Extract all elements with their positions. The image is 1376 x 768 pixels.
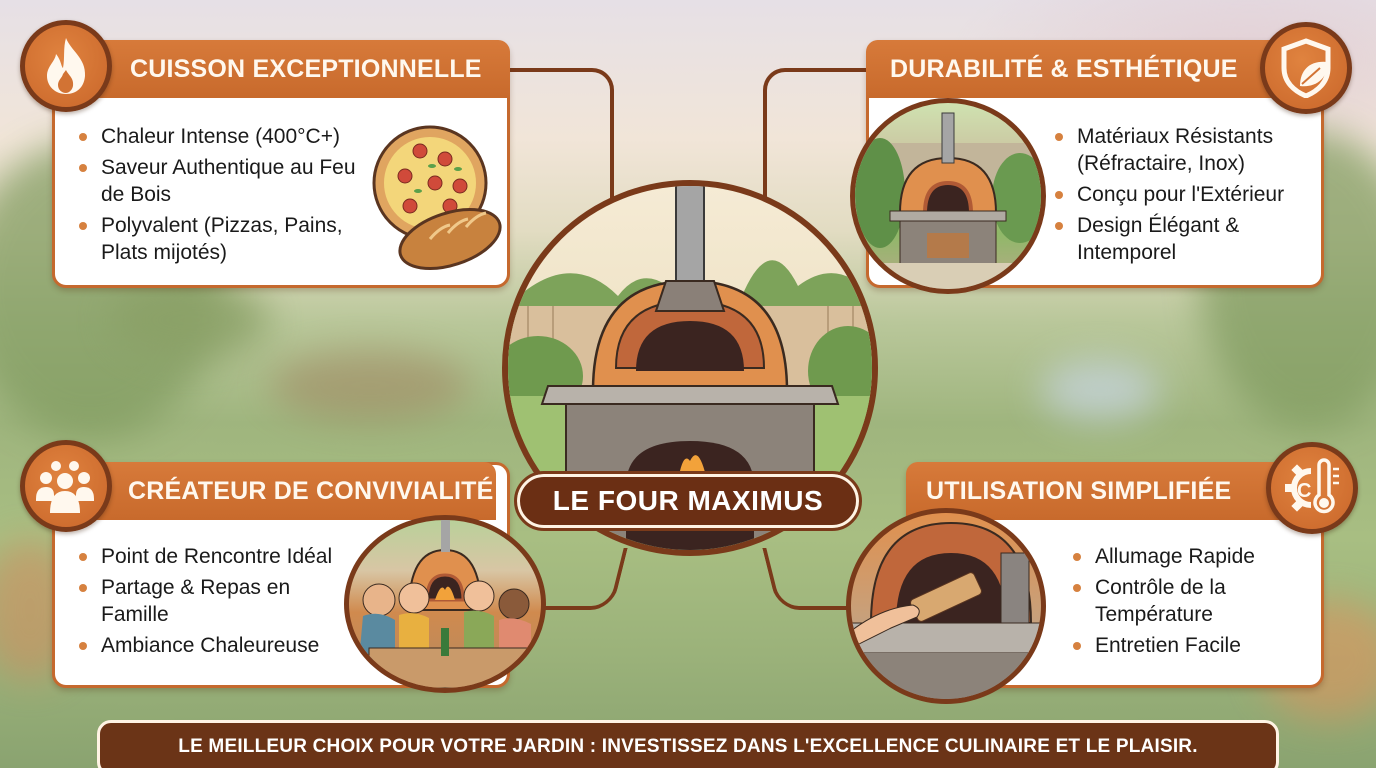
footer-text: LE MEILLEUR CHOIX POUR VOTRE JARDIN : IN…: [178, 736, 1198, 757]
gear-thermometer-icon: C: [1285, 458, 1339, 514]
background-flowers-right: [1040, 360, 1160, 420]
card-convivialite-icon-badge: [20, 440, 112, 532]
card-cuisson-title: CUISSON EXCEPTIONNELLE: [130, 54, 482, 83]
bullet-item: Matériaux Résistants (Réfractaire, Inox): [1051, 123, 1321, 177]
product-title: LE FOUR MAXIMUS: [514, 471, 862, 531]
card-utilisation-title: UTILISATION SIMPLIFIÉE: [926, 476, 1232, 505]
shield-leaf-icon: [1281, 38, 1331, 98]
card-durabilite-header: DURABILITÉ & ESTHÉTIQUE: [866, 40, 1296, 98]
card-utilisation-bullets: Allumage Rapide Contrôle de la Températu…: [1069, 543, 1319, 663]
card-cuisson: CUISSON EXCEPTIONNELLE Chaleur Intense (…: [52, 40, 510, 288]
bullet-item: Allumage Rapide: [1069, 543, 1319, 570]
connector-bottom-left: [532, 548, 628, 610]
card-durabilite-bullets: Matériaux Résistants (Réfractaire, Inox)…: [1051, 123, 1321, 270]
card-cuisson-header: CUISSON EXCEPTIONNELLE: [52, 40, 510, 98]
card-convivialite-header: CRÉATEUR DE CONVIVIALITÉ: [52, 462, 496, 520]
card-durabilite-title: DURABILITÉ & ESTHÉTIQUE: [890, 54, 1238, 83]
card-convivialite-bullets: Point de Rencontre Idéal Partage & Repas…: [75, 543, 350, 663]
connector-bottom-right: [762, 548, 858, 610]
friends-dining-illustration: [344, 515, 546, 693]
card-durabilite-icon-badge: [1260, 22, 1352, 114]
bullet-item: Design Élégant & Intemporel: [1051, 212, 1321, 266]
hand-wood-icon: [851, 521, 1041, 699]
connector-top-right: [763, 68, 873, 218]
bullet-item: Polyvalent (Pizzas, Pains, Plats mijotés…: [75, 212, 365, 266]
garden-oven-illustration: [850, 98, 1046, 294]
loading-wood-illustration: [846, 508, 1046, 704]
group-people-icon: [36, 461, 94, 513]
footer-banner: LE MEILLEUR CHOIX POUR VOTRE JARDIN : IN…: [97, 720, 1279, 768]
bullet-item: Entretien Facile: [1069, 632, 1319, 659]
oven-patio-icon: [855, 112, 1041, 289]
card-convivialite-title: CRÉATEUR DE CONVIVIALITÉ: [128, 476, 494, 505]
card-cuisson-icon-badge: [20, 20, 112, 112]
background-tree: [110, 280, 270, 360]
flame-icon: [47, 38, 86, 94]
card-utilisation-icon-badge: C: [1266, 442, 1358, 534]
background-hedge: [270, 350, 470, 420]
bullet-item: Chaleur Intense (400°C+): [75, 123, 365, 150]
card-cuisson-bullets: Chaleur Intense (400°C+) Saveur Authenti…: [75, 123, 365, 270]
bullet-item: Partage & Repas en Famille: [75, 574, 350, 628]
people-dining-icon: [359, 520, 531, 688]
bullet-item: Conçu pour l'Extérieur: [1051, 181, 1321, 208]
bullet-item: Ambiance Chaleureuse: [75, 632, 350, 659]
bullet-item: Contrôle de la Température: [1069, 574, 1319, 628]
bullet-item: Saveur Authentique au Feu de Bois: [75, 154, 365, 208]
connector-top-left: [506, 68, 614, 218]
svg-text:C: C: [1297, 480, 1311, 502]
pizza-bread-icon: [372, 125, 502, 270]
bullet-item: Point de Rencontre Idéal: [75, 543, 350, 570]
